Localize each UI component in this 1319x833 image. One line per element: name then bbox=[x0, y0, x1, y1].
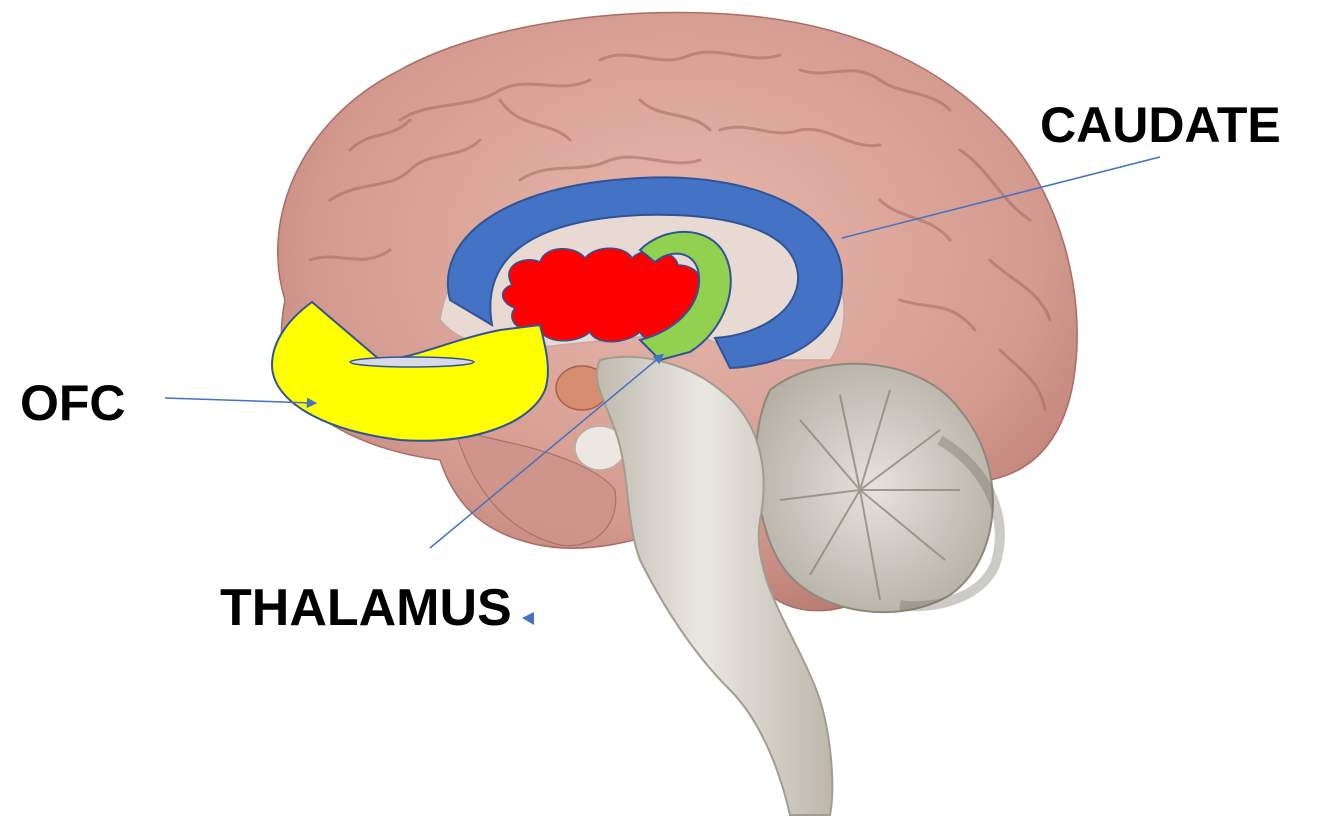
thalamus-arrowhead-icon bbox=[522, 612, 534, 625]
caudate-label: CAUDATE bbox=[1040, 100, 1281, 150]
thalamus-label: THALAMUS bbox=[220, 582, 512, 634]
ofc-inner-slit bbox=[350, 357, 474, 367]
ofc-label: OFC bbox=[20, 378, 126, 428]
